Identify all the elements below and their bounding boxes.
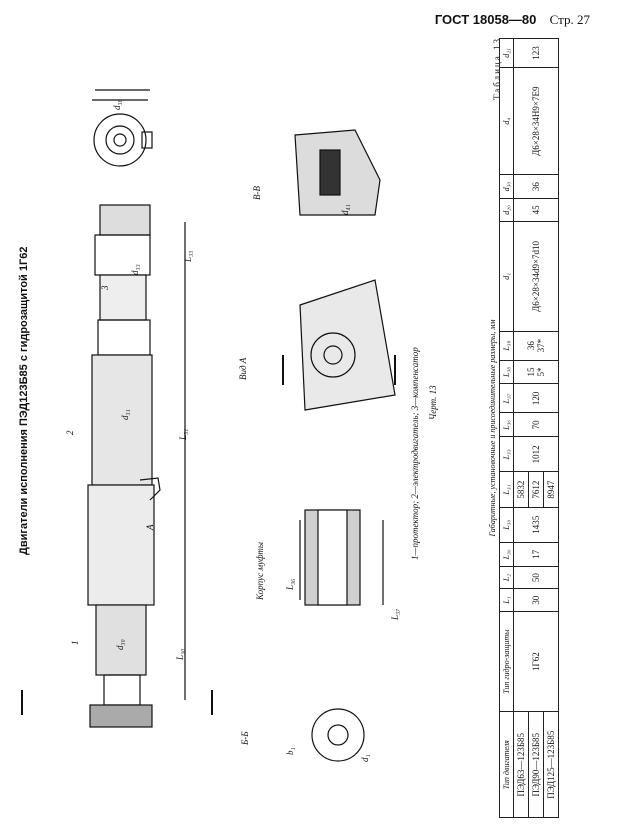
legend: 1—протектор; 2—электродвигатель; 3—компе…	[410, 347, 420, 560]
cell-motor: ПЭД63—123Б85	[513, 711, 529, 818]
dim-L30: L₃₀	[175, 648, 185, 660]
table-header-row: Тип двигателя Тип гидро-защиты L₁ L₂ L₃₀…	[499, 38, 514, 818]
th-L33: L₃₃	[499, 436, 514, 472]
th-L38: L₃₈	[499, 360, 514, 384]
cell-L1: 30	[513, 588, 559, 612]
th-L2: L₂	[499, 566, 514, 589]
cell-L31: 5832	[513, 471, 529, 508]
dim-L31: L₃₁	[178, 428, 188, 440]
dim-L36: L₃₆	[285, 578, 295, 590]
cell-motor: ПЭД90—123Б85	[528, 711, 544, 818]
label-3: 3	[100, 285, 110, 291]
cell-L30b: 1435	[513, 507, 559, 543]
dim-d31: d₃₁	[120, 409, 130, 420]
cell-L37: 120	[513, 384, 559, 413]
cell-motor: ПЭД125—123Б85	[543, 711, 559, 818]
table-row: ПЭД63—123Б85 1Г62 30 50 17 1435 5832 101…	[513, 38, 559, 818]
th-L30b: L₃₀	[499, 507, 514, 543]
cell-d1: Д6×28×34d9×7d10	[513, 221, 559, 332]
dimensions-table: Габаритные, установочные и присоединител…	[488, 38, 603, 818]
view-a-label: Вид А	[238, 357, 248, 380]
th-d30: d₃₀	[499, 174, 514, 199]
th-d21: d₂₁	[499, 38, 514, 68]
dim-d41: d₄₁	[340, 204, 350, 215]
th-L31: L₃₁	[499, 471, 514, 508]
dim-L33: L₃₃	[183, 250, 193, 262]
table-subtitle: Габаритные, установочные и присоединител…	[488, 319, 497, 537]
page-header: ГОСТ 18058—80 Стр. 27	[435, 12, 590, 28]
housing-label: Корпус муфты	[255, 542, 265, 600]
section-bb-label: Б-Б	[240, 731, 250, 745]
cell-d30: 36	[513, 174, 559, 199]
cell-L31: 7612	[528, 471, 544, 508]
th-L1: L₁	[499, 588, 514, 612]
th-prot: Тип гидро-защиты	[499, 611, 514, 712]
cell-prot: 1Г62	[513, 611, 559, 712]
cell-L31: 8947	[543, 471, 559, 508]
dim-L37: L₃₇	[390, 608, 400, 620]
page-number: Стр. 27	[549, 12, 590, 27]
label-arrow-a: А	[145, 524, 155, 531]
dim-d33: d₃₃	[130, 264, 140, 275]
dim-b1: b₁	[285, 747, 295, 755]
th-d1: d₁	[499, 221, 514, 332]
cell-d20: 45	[513, 198, 559, 222]
cell-L36: 70	[513, 412, 559, 437]
dim-d36: d₃₆	[112, 99, 122, 110]
th-L30: L₃₀	[499, 542, 514, 567]
th-L36: L₃₆	[499, 412, 514, 437]
th-d20: d₂₀	[499, 198, 514, 222]
dim-d1: d₁	[360, 754, 370, 762]
cell-d21: 123	[513, 38, 559, 68]
label-2: 2	[65, 430, 75, 436]
figure-number: Черт. 13	[428, 385, 438, 420]
th-L39: L₃₉	[499, 331, 514, 361]
cell-L30: 17	[513, 542, 559, 567]
cell-L33: 1012	[513, 436, 559, 472]
section-vv-label: В-В	[252, 186, 262, 200]
label-1: 1	[70, 640, 80, 646]
th-motor: Тип двигателя	[499, 711, 514, 818]
dim-d30: d₃₀	[115, 639, 125, 650]
th-d4: d₄	[499, 67, 514, 175]
gost-number: ГОСТ 18058—80	[434, 12, 537, 27]
th-L37: L₃₇	[499, 384, 514, 413]
cell-L2: 50	[513, 566, 559, 589]
cell-d4: Д6×28×34H9×7E9	[513, 67, 559, 175]
